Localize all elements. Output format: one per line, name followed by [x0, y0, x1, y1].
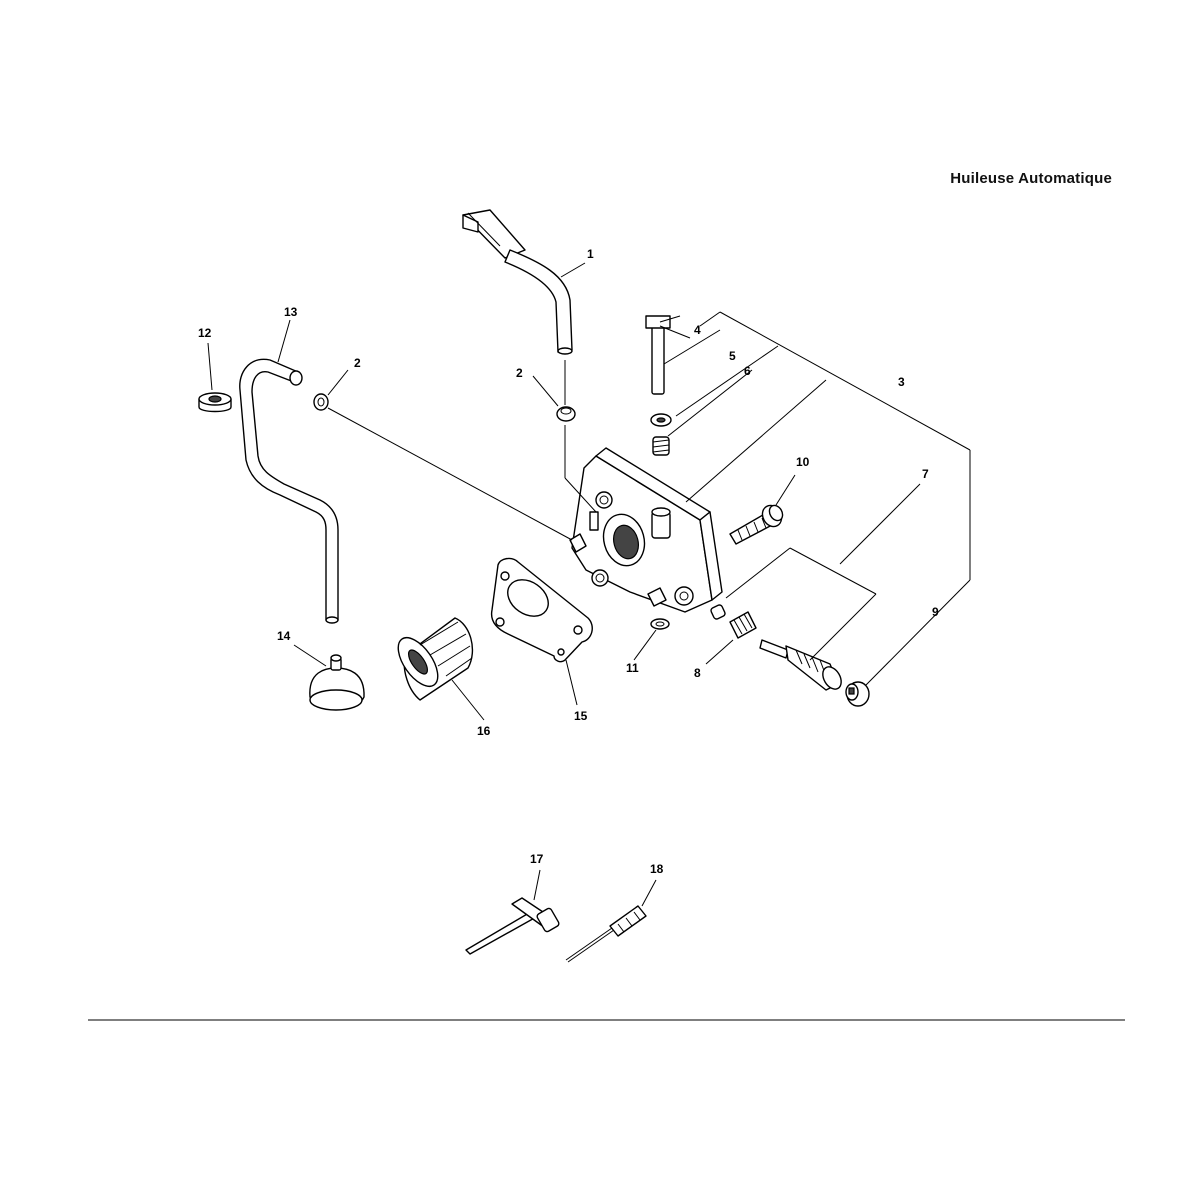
callout-14: 14	[277, 629, 291, 643]
callout-11: 11	[626, 661, 639, 675]
callout-17: 17	[530, 852, 544, 866]
callout-4: 4	[694, 323, 701, 337]
callout-3: 3	[898, 375, 905, 389]
part-9-cap	[845, 681, 870, 707]
part-8-spring	[729, 611, 757, 639]
callout-15: 15	[574, 709, 588, 723]
part-11-washer	[650, 618, 670, 630]
part-13-suction-hose	[239, 358, 339, 624]
callout-13: 13	[284, 305, 298, 319]
oil-pump-body	[569, 447, 723, 613]
callout-2-left: 2	[354, 356, 361, 370]
callout-16: 16	[477, 724, 491, 738]
part-12-grommet	[198, 392, 232, 413]
diagram-title: Huileuse Automatique	[950, 170, 1112, 187]
callout-10: 10	[796, 455, 810, 469]
callout-5: 5	[729, 349, 736, 363]
part-15-gasket	[490, 557, 593, 663]
part-plunger-tip	[710, 604, 726, 620]
leader-lines	[207, 262, 971, 907]
callout-labels: 1 2 2 3 4 5 6 7 8 9 10 11 12 13 14 15 16…	[198, 247, 939, 876]
part-7-plunger-shaft	[759, 639, 842, 691]
part-17-t-wrench	[465, 897, 560, 955]
part-16-worm-gear	[397, 617, 473, 701]
part-4-pin	[645, 315, 691, 395]
part-6-spring	[652, 436, 670, 456]
part-1-oil-hose	[462, 209, 573, 355]
part-14-oil-filter	[309, 654, 365, 711]
part-18-screwdriver	[565, 905, 647, 963]
callout-9: 9	[932, 605, 939, 619]
part-2-ring-left	[313, 393, 329, 411]
callout-6: 6	[744, 364, 751, 378]
callout-7: 7	[922, 467, 929, 481]
callout-8: 8	[694, 666, 701, 680]
part-10-bolt	[729, 504, 784, 545]
callout-2-center: 2	[516, 366, 523, 380]
callout-18: 18	[650, 862, 664, 876]
callout-1: 1	[587, 247, 594, 261]
callout-12: 12	[198, 326, 212, 340]
